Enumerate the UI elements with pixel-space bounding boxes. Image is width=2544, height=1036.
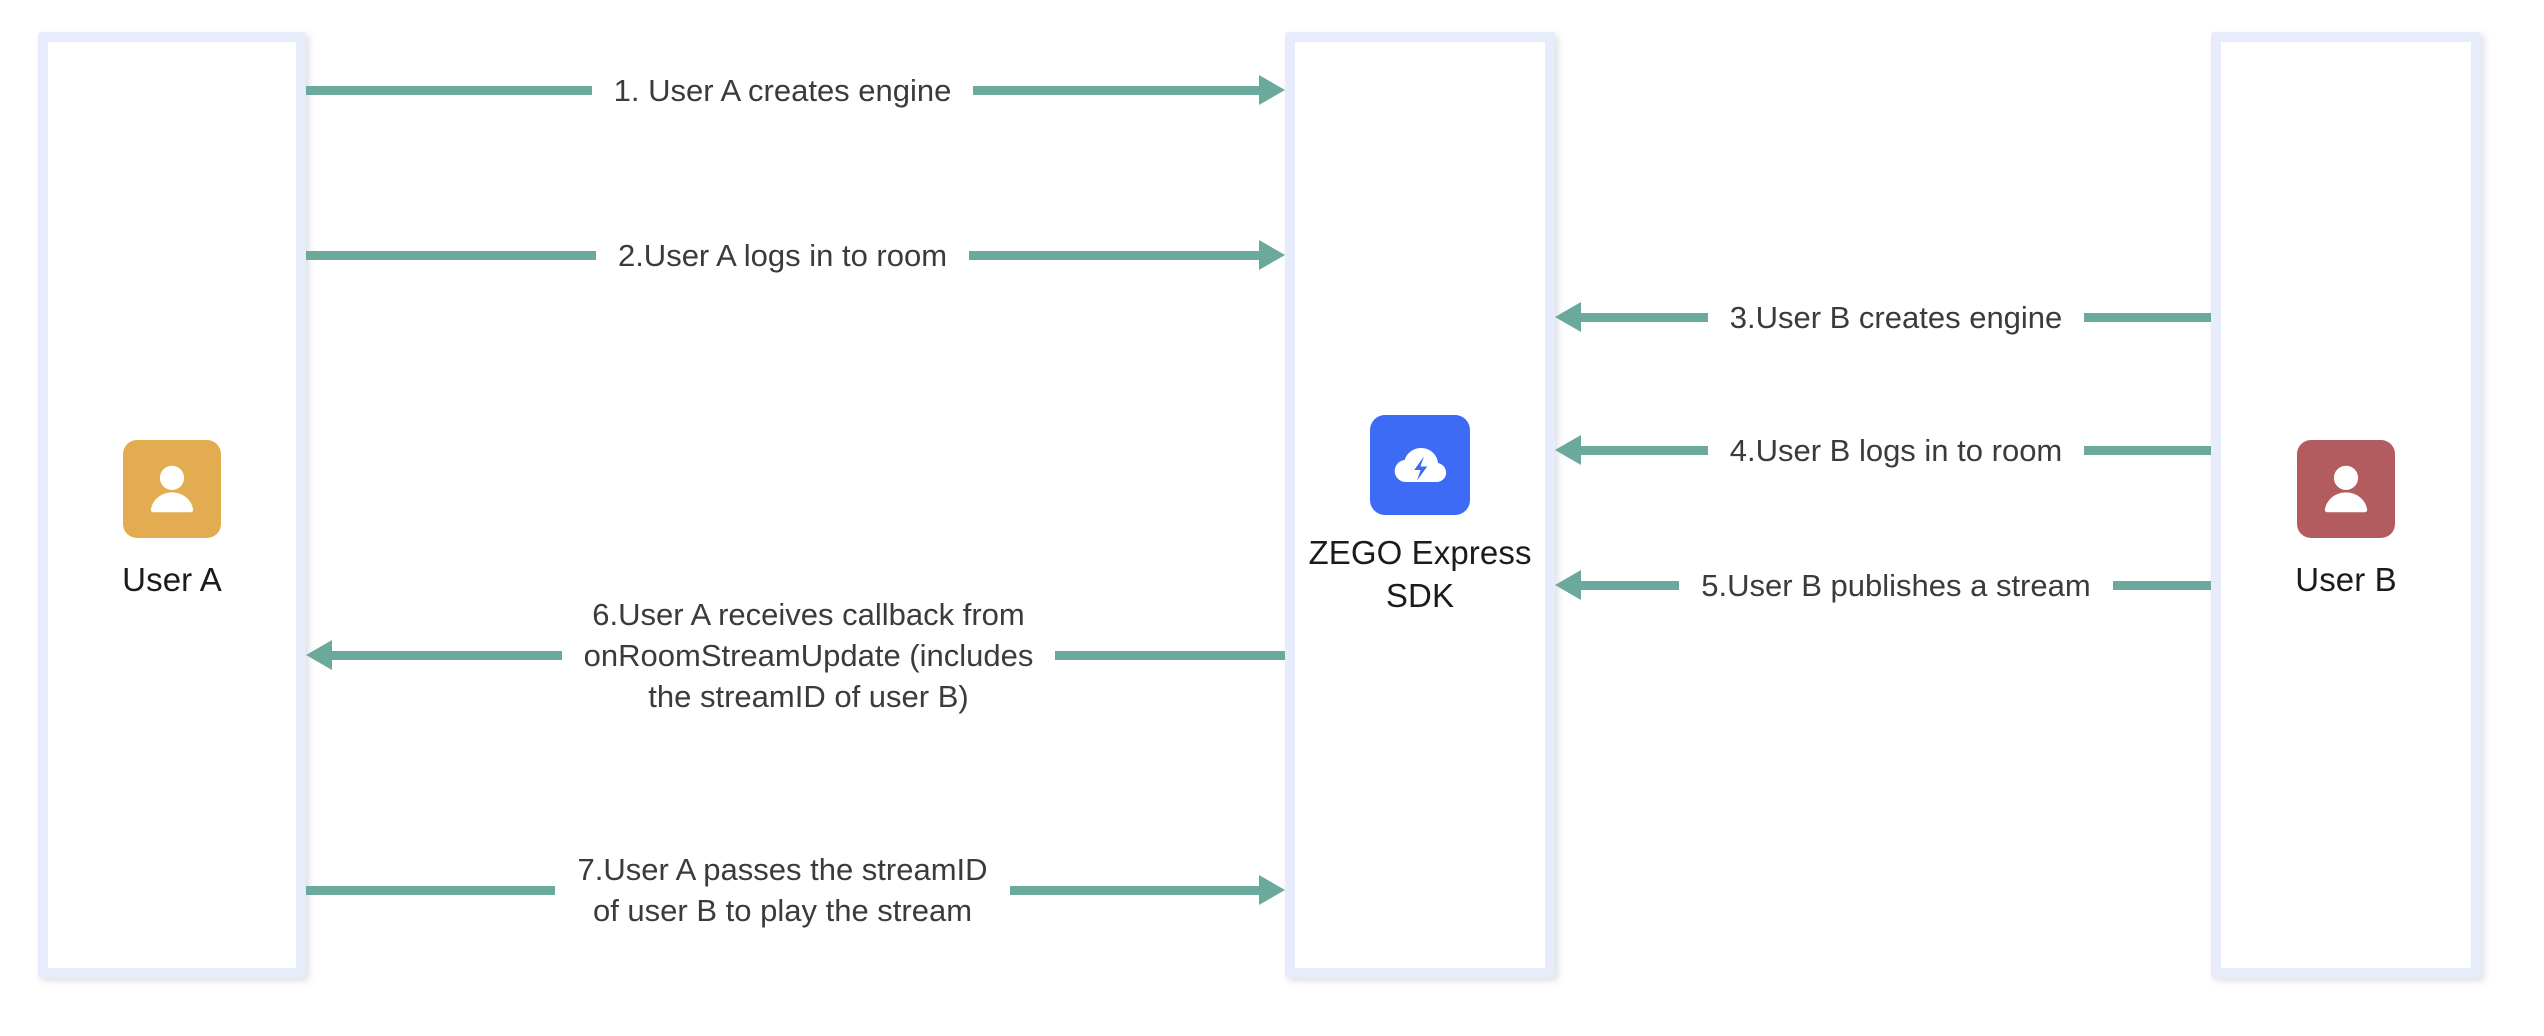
arrowhead-left-icon	[306, 640, 332, 670]
arrow-shaft	[2112, 580, 2211, 590]
arrow-shaft	[306, 85, 592, 95]
actor-group-user-b: User B	[2211, 32, 2481, 978]
actor-group-zego-sdk: ZEGO Express SDK	[1285, 32, 1555, 978]
message-label-3: 3.User B creates engine	[1708, 297, 2085, 338]
arrow-shaft	[969, 250, 1260, 260]
arrow-shaft	[1055, 650, 1286, 660]
actor-label-user-b: User B	[2295, 561, 2397, 598]
message-label-line: 3.User B creates engine	[1729, 299, 2063, 335]
arrow-shaft	[1581, 312, 1708, 322]
message-label-line: of user B to play the stream	[592, 893, 973, 928]
actor-user-a: User A	[48, 440, 296, 601]
actor-label-user-a: User A	[122, 561, 222, 598]
actor-group-user-a: User A	[38, 32, 306, 978]
actor-user-b: User B	[2221, 440, 2471, 601]
sdk-label-line-2: Express	[1411, 534, 1532, 571]
arrow-shaft	[973, 85, 1260, 95]
arrow-shaft	[1009, 885, 1260, 895]
sdk-logo-tile	[1370, 415, 1470, 515]
zego-cloud-bolt-icon	[1394, 447, 1447, 483]
arrowhead-left-icon	[1555, 302, 1581, 332]
actor-label-zego-sdk: ZEGO Express SDK	[1295, 531, 1545, 617]
arrow-shaft	[2084, 445, 2211, 455]
arrowhead-left-icon	[1555, 570, 1581, 600]
avatar	[2297, 440, 2395, 538]
message-label-7: 7.User A passes the streamID of user B t…	[555, 849, 1009, 931]
message-label-1: 1. User A creates engine	[592, 70, 974, 111]
arrow-shaft	[306, 250, 596, 260]
message-label-2: 2.User A logs in to room	[596, 235, 969, 276]
arrowhead-right-icon	[1259, 875, 1286, 905]
message-label-line: onRoomStreamUpdate (includes	[583, 637, 1034, 673]
message-label-line: 5.User B publishes a stream	[1701, 567, 2091, 603]
actor-zego-sdk: ZEGO Express SDK	[1295, 415, 1545, 617]
arrow-shaft	[306, 885, 556, 895]
arrowhead-left-icon	[1555, 435, 1581, 465]
arrow-shaft	[1581, 445, 1708, 455]
message-label-line: 6.User A receives callback from	[592, 596, 1025, 632]
arrow-shaft	[1581, 580, 1680, 590]
arrowhead-right-icon	[1259, 240, 1286, 270]
message-label-4: 4.User B logs in to room	[1708, 430, 2085, 471]
message-label-line: 1. User A creates engine	[613, 72, 952, 108]
message-label-line: 4.User B logs in to room	[1729, 432, 2063, 468]
arrow-shaft	[332, 650, 562, 660]
person-avatar-icon	[150, 465, 194, 513]
message-label-line: 7.User A passes the streamID	[577, 852, 988, 887]
sdk-label-line-1: ZEGO	[1308, 534, 1403, 571]
message-label-6: 6.User A receives callback from onRoomSt…	[562, 594, 1056, 717]
sdk-label-line-3: SDK	[1385, 577, 1455, 614]
arrow-shaft	[2084, 312, 2212, 322]
avatar	[123, 440, 221, 538]
arrowhead-right-icon	[1259, 75, 1286, 105]
message-label-line: the streamID of user B)	[648, 678, 969, 714]
person-avatar-icon	[2324, 465, 2368, 513]
message-label-line: 2.User A logs in to room	[617, 237, 948, 273]
message-label-5: 5.User B publishes a stream	[1679, 565, 2112, 606]
